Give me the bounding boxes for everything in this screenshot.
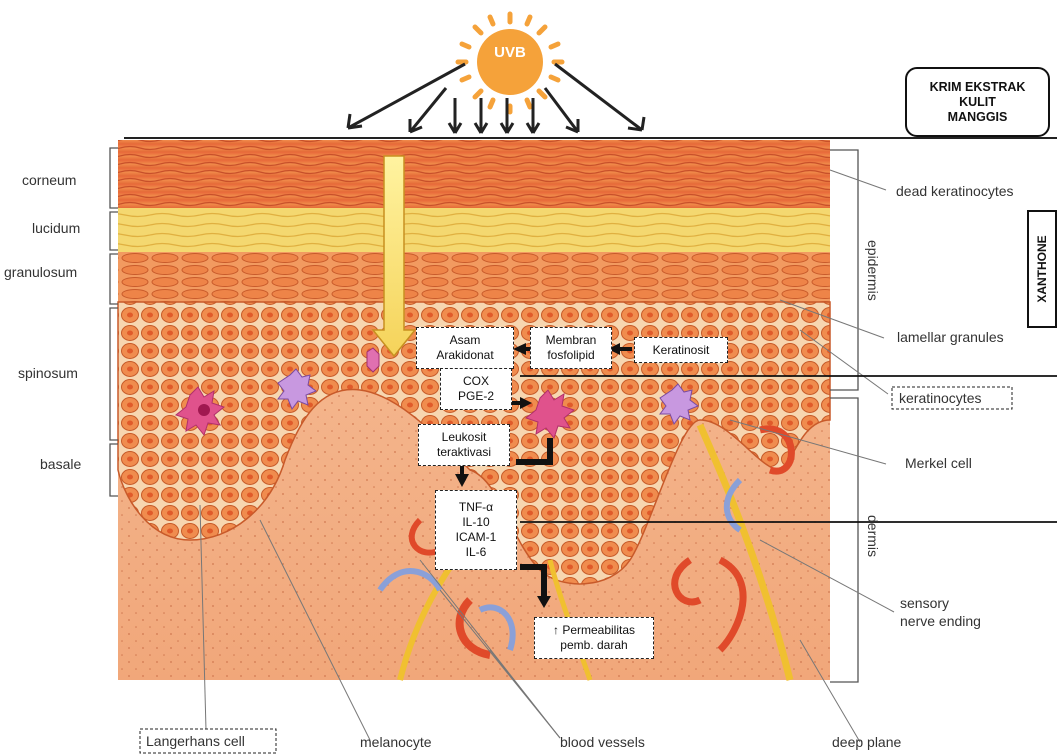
label-sensory: sensory	[900, 595, 949, 611]
label-dermis: dermis	[865, 515, 881, 557]
label-dead-keratinocytes: dead keratinocytes	[896, 183, 1014, 199]
cytokine-icam1: ICAM-1	[456, 530, 497, 545]
pembuluh-darah-label: pemb. darah	[560, 638, 627, 653]
membran-label: Membran	[546, 333, 597, 348]
leukosit-label: Leukosit	[442, 430, 487, 445]
leukosit-box: Leukosit teraktivasi	[418, 424, 510, 466]
membran-fosfolipid-box: Membran fosfolipid	[530, 327, 612, 369]
label-deep-plane: deep plane	[832, 734, 902, 750]
label-lucidum: lucidum	[32, 220, 80, 236]
asam-label: Asam	[450, 333, 481, 348]
label-corneum: corneum	[22, 172, 76, 188]
label-lamellar-granules: lamellar granules	[897, 329, 1004, 345]
xanthone-label: XANTHONE	[1035, 235, 1049, 302]
cytokine-il10: IL-10	[462, 515, 489, 530]
permeabilitas-label: ↑ Permeabilitas	[553, 623, 635, 638]
label-epidermis: epidermis	[865, 240, 881, 301]
region-brackets	[830, 150, 858, 682]
extract-title-line-3: MANGGIS	[948, 110, 1008, 125]
label-spinosum: spinosum	[18, 365, 78, 381]
fosfolipid-label: fosfolipid	[547, 348, 594, 363]
permeabilitas-box: ↑ Permeabilitas pemb. darah	[534, 617, 654, 659]
xanthone-box: XANTHONE	[1027, 210, 1057, 328]
label-keratinocytes: keratinocytes	[899, 390, 981, 406]
uvb-label: UVB	[470, 44, 550, 61]
label-merkel-cell: Merkel cell	[905, 455, 972, 471]
layer-brackets	[110, 148, 118, 496]
sun-icon	[458, 14, 562, 112]
extract-title-line-1: KRIM EKSTRAK	[930, 80, 1026, 95]
cox-label: COX	[463, 374, 489, 389]
label-granulosum: granulosum	[4, 264, 77, 280]
cytokine-tnf: TNF-α	[459, 500, 493, 515]
label-langerhans-cell: Langerhans cell	[146, 733, 245, 749]
cytokines-box: TNF-α IL-10 ICAM-1 IL-6	[435, 490, 517, 570]
label-melanocyte: melanocyte	[360, 734, 432, 750]
teraktivasi-label: teraktivasi	[437, 445, 491, 460]
label-nerve-ending: nerve ending	[900, 613, 981, 629]
arakidonat-label: Arakidonat	[436, 348, 493, 363]
cox-pge2-box: COX PGE-2	[440, 368, 512, 410]
label-basale: basale	[40, 456, 81, 472]
extract-title-line-2: KULIT	[959, 95, 996, 110]
keratinosit-label: Keratinosit	[653, 343, 710, 358]
keratinosit-box: Keratinosit	[634, 337, 728, 363]
asam-arakidonat-box: Asam Arakidonat	[416, 327, 514, 369]
cytokine-il6: IL-6	[466, 545, 487, 560]
extract-box: KRIM EKSTRAK KULIT MANGGIS	[905, 67, 1050, 137]
label-blood-vessels: blood vessels	[560, 734, 645, 750]
skin-cross-section	[118, 140, 830, 680]
pge2-label: PGE-2	[458, 389, 494, 404]
